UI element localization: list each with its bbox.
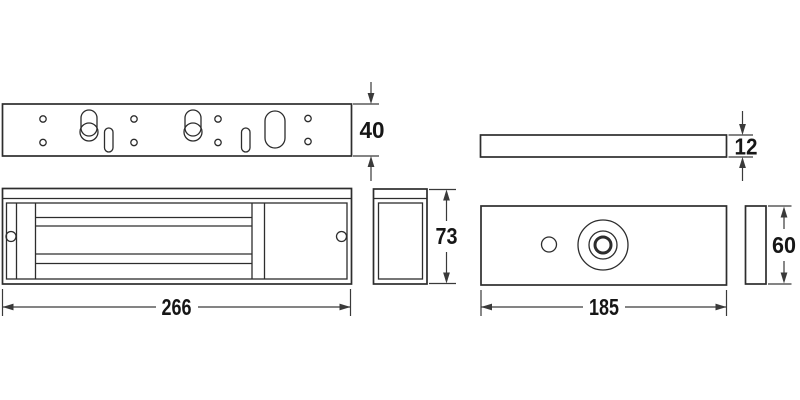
dim-label-60: 60 xyxy=(772,232,796,258)
magnet-front-view xyxy=(1,187,353,285)
armature-side-view xyxy=(744,205,767,285)
narrow-slot xyxy=(240,127,251,153)
screw-holes xyxy=(39,114,312,147)
dim-magnet-length: 266 xyxy=(1,289,352,320)
armature-side-outline xyxy=(744,205,767,285)
dim-label-266: 266 xyxy=(162,294,192,320)
dim-magnet-front-height: 73 xyxy=(429,188,458,285)
armature-front-view xyxy=(480,205,728,286)
mounting-hole xyxy=(335,230,348,243)
housing-side-outline xyxy=(372,188,428,285)
housing-top-outline xyxy=(1,103,353,157)
dim-label-40: 40 xyxy=(360,117,385,143)
dowel-hole xyxy=(540,236,558,253)
magnet-core-laminations xyxy=(35,216,252,265)
housing-side-inner xyxy=(377,202,424,280)
magnet-top-view xyxy=(1,103,353,157)
armature-thickness-view xyxy=(479,134,728,158)
armature-front-outline xyxy=(480,205,728,286)
end-cap-lines xyxy=(15,203,266,279)
cable-oval xyxy=(264,110,286,149)
keyhole-slot xyxy=(183,109,203,142)
housing-inner-outline xyxy=(5,202,348,280)
dim-armature-length: 185 xyxy=(480,290,728,320)
dim-magnet-top-height: 40 xyxy=(353,82,385,181)
armature-edge-outline xyxy=(479,134,728,158)
mounting-hole xyxy=(5,230,17,243)
dim-armature-thickness: 12 xyxy=(728,111,758,181)
narrow-slot xyxy=(103,127,114,153)
dim-label-185: 185 xyxy=(589,294,619,320)
dim-label-73: 73 xyxy=(436,223,458,249)
housing-front-outline xyxy=(1,187,353,285)
keyhole-slot xyxy=(79,109,99,142)
dim-armature-height: 60 xyxy=(768,205,796,285)
center-bolt-hole xyxy=(577,219,629,271)
dim-label-12: 12 xyxy=(735,134,758,160)
magnet-side-view xyxy=(372,188,428,285)
